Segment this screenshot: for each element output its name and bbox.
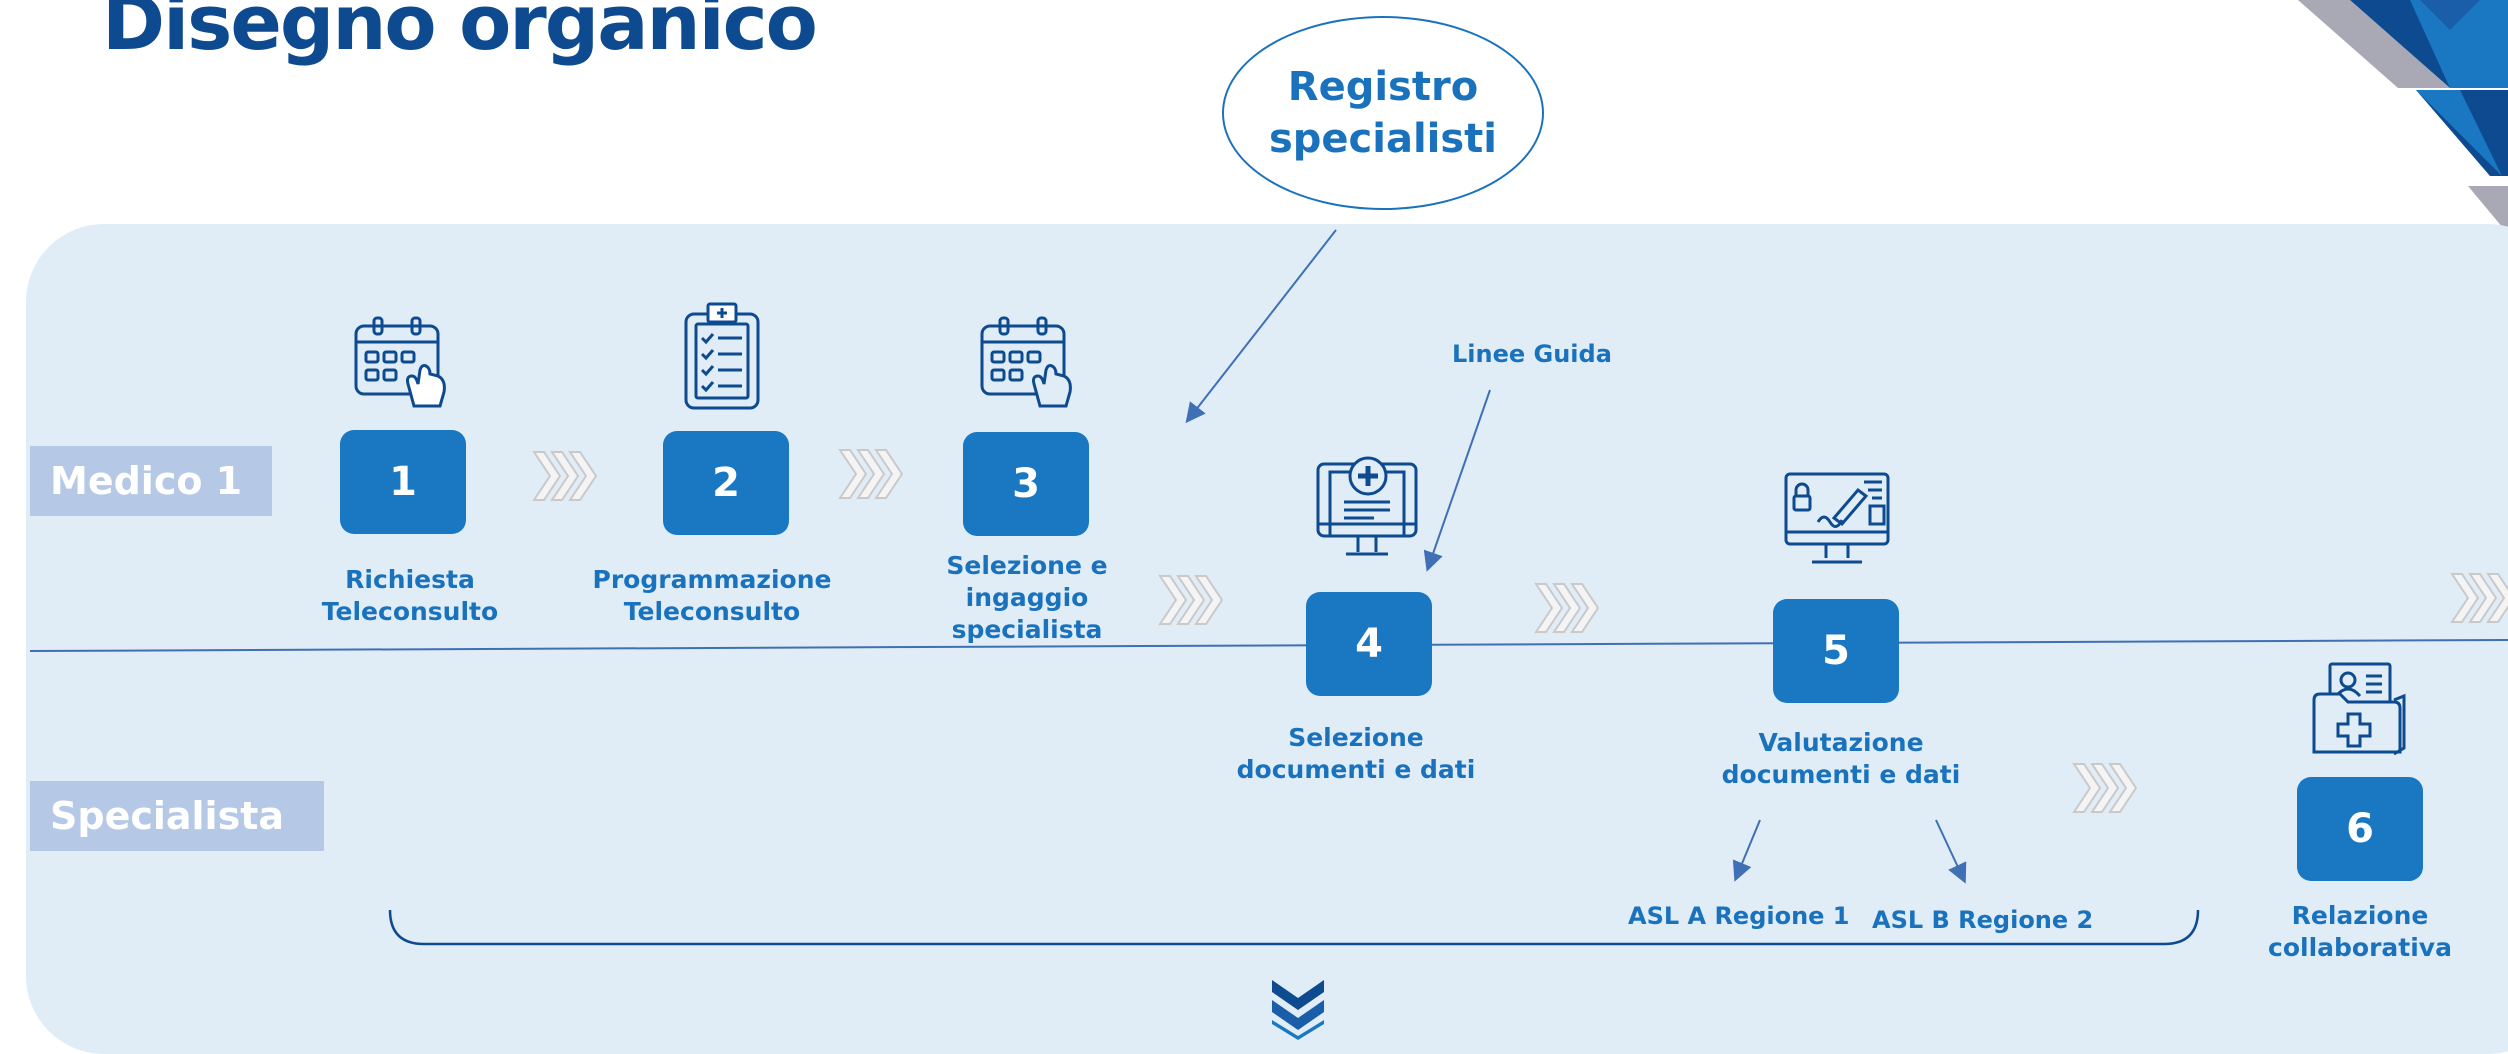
page-title: Disegno organico <box>102 0 818 67</box>
asl-a-arrow <box>1732 819 1761 882</box>
process-panel <box>26 224 2508 1054</box>
secure-signature-monitor-icon <box>1782 470 1892 574</box>
step-2-label: Programmazione Teleconsulto <box>592 565 832 626</box>
step-3-label: Selezione e ingaggio specialista <box>946 551 1108 644</box>
step-5-badge: 5 <box>1773 599 1899 703</box>
step-1-badge: 1 <box>340 430 466 534</box>
asl-b-label: ASL B Regione 2 <box>1872 906 2094 934</box>
double-chevron-down-icon <box>1272 980 1324 1040</box>
step-4-label: Selezione documenti e dati <box>1236 723 1476 784</box>
step-3-badge: 3 <box>963 432 1089 536</box>
registry-arrow <box>1185 229 1337 424</box>
step-5-label: Valutazione documenti e dati <box>1721 728 1961 789</box>
registry-bubble: Registro specialisti <box>1222 16 1544 210</box>
calendar-touch-icon <box>352 314 448 410</box>
chevron-arrows-icon <box>1534 583 1600 633</box>
chevron-arrows-icon <box>1158 575 1224 625</box>
guidelines-arrow <box>1423 389 1491 572</box>
swimlane-divider <box>29 639 2508 652</box>
registry-bubble-text: Registro specialisti <box>1268 64 1498 162</box>
medical-monitor-icon <box>1312 454 1422 566</box>
calendar-touch-icon <box>978 314 1074 410</box>
asl-b-arrow <box>1935 819 1967 884</box>
chevron-arrows-icon <box>532 451 598 501</box>
chevron-arrows-icon <box>838 449 904 499</box>
timeline-bracket <box>388 909 2200 946</box>
chevron-arrows-icon <box>2450 573 2508 623</box>
asl-a-label: ASL A Regione 1 <box>1628 902 1850 930</box>
lane-label-specialista: Specialista <box>30 781 324 851</box>
corner-decoration <box>2298 0 2508 234</box>
clipboard-checklist-icon <box>680 300 764 412</box>
lane-label-medico: Medico 1 <box>30 446 272 516</box>
step-2-badge: 2 <box>663 431 789 535</box>
step-6-label: Relazione collaborativa <box>2268 901 2452 962</box>
step-6-badge: 6 <box>2297 777 2423 881</box>
chevron-arrows-icon <box>2072 763 2138 813</box>
step-4-badge: 4 <box>1306 592 1432 696</box>
patient-folder-icon <box>2310 660 2410 760</box>
guidelines-label: Linee Guida <box>1452 340 1612 368</box>
step-1-label: Richiesta Teleconsulto <box>321 565 499 626</box>
